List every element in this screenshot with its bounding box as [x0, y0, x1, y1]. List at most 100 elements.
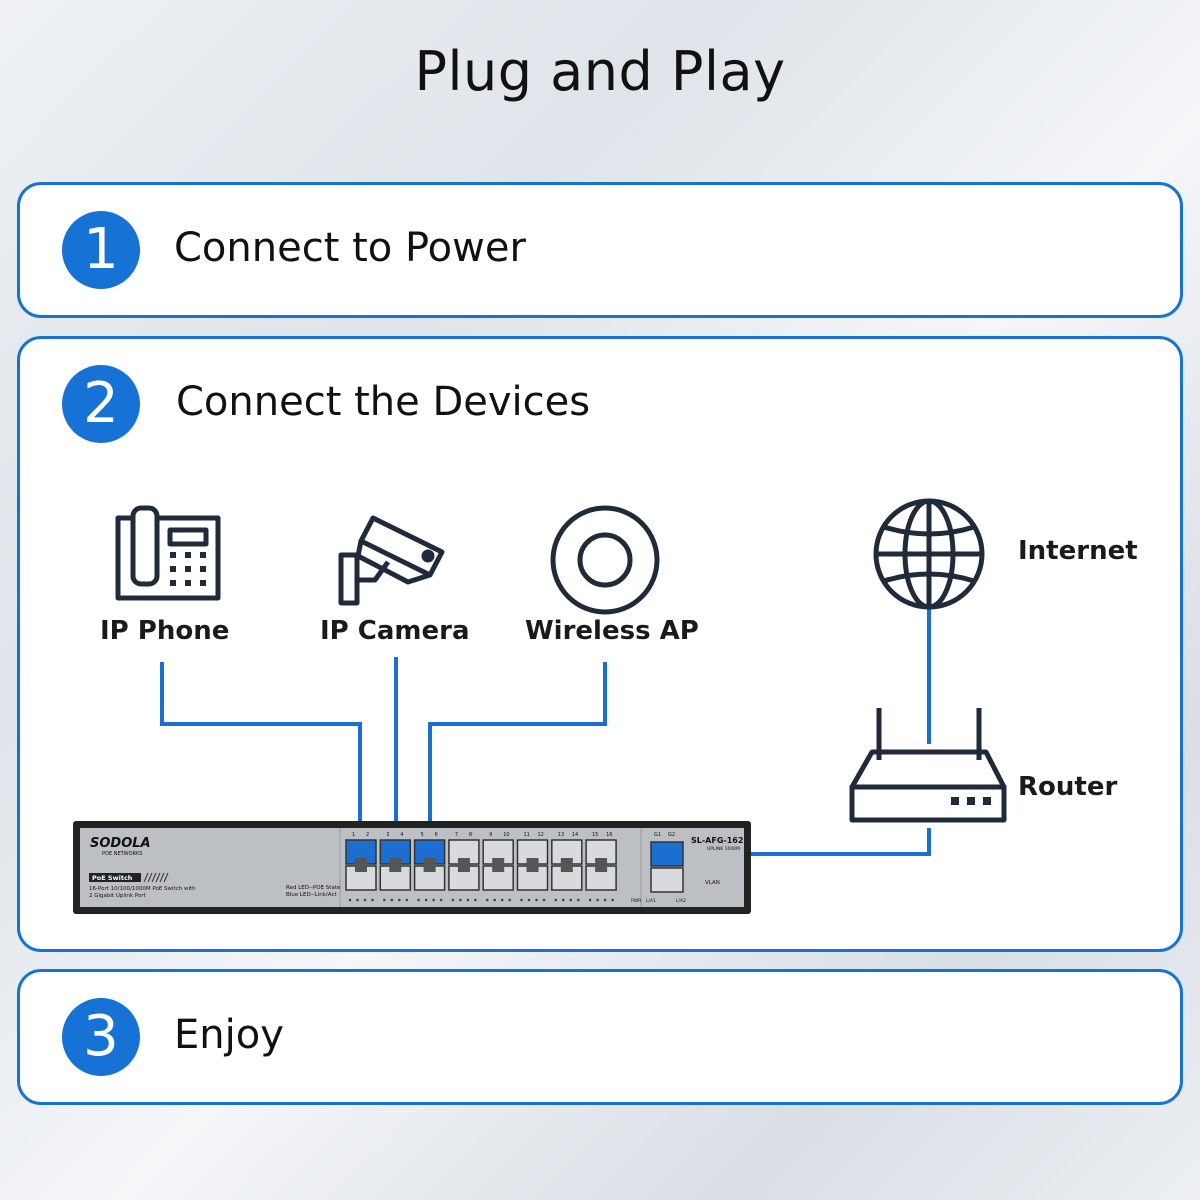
port-number-label: 1 [352, 832, 355, 838]
port-latch [492, 858, 505, 864]
step-number-badge: 1 [62, 211, 140, 289]
switch-port [448, 865, 480, 891]
port-latch [526, 866, 539, 872]
port-latch [560, 858, 573, 864]
port-led [493, 898, 497, 902]
step-number-badge: 3 [62, 998, 140, 1076]
step-label: Enjoy [174, 1012, 284, 1058]
port-led [432, 898, 435, 902]
port-led [527, 898, 531, 902]
port-latch [560, 866, 573, 872]
port-led [390, 898, 394, 902]
port-latch [492, 866, 505, 872]
port-latch [355, 858, 367, 864]
switch-la2: L/A2 [676, 898, 686, 904]
port-led [542, 898, 546, 902]
switch-desc-line1: 16-Port 10/100/1000M PoE Switch with [89, 886, 196, 892]
port-number-label: 5 [421, 832, 424, 838]
switch-model-sub: UPLINK 1000M [707, 846, 740, 852]
step-number-badge: 2 [62, 365, 140, 443]
uplink-number-label: G1 [654, 832, 661, 838]
wireless-ap-icon [550, 505, 660, 615]
switch-brand-sub: POE NETWORKS [102, 851, 142, 857]
port-number-label: 15 [592, 832, 598, 838]
port-led [588, 898, 592, 902]
port-latch [457, 866, 470, 872]
port-number-label: 13 [558, 832, 564, 838]
switch-led-line2: Blue LED--Link/Act [286, 892, 337, 898]
switch-la1: L/A1 [646, 898, 656, 904]
port-led [500, 898, 504, 902]
switch-badge: PoE Switch [92, 874, 133, 882]
switch-brand: SODOLA [90, 836, 151, 851]
ip-phone-label: IP Phone [100, 616, 230, 646]
ip-camera-icon [338, 515, 445, 606]
page-title: Plug and Play [414, 40, 786, 103]
switch-port [482, 865, 514, 891]
switch-pwr: PWR [631, 898, 641, 904]
step-card-enjoy: 3 Enjoy [17, 969, 1183, 1105]
port-led [474, 898, 477, 902]
port-led [439, 898, 443, 902]
uplink-number-label: G2 [668, 832, 675, 838]
cable-ap [428, 662, 607, 850]
port-number-label: 11 [524, 832, 530, 838]
ip-camera-label: IP Camera [320, 616, 470, 646]
port-led [398, 898, 401, 902]
switch-led-line1: Red LED--POE State [286, 885, 341, 891]
port-latch [389, 858, 402, 864]
switch-desc-line2: 2 Gigabit Uplink Port [89, 893, 147, 899]
port-led [383, 898, 386, 902]
port-number-label: 3 [386, 832, 389, 838]
port-led [459, 898, 462, 902]
port-latch [423, 858, 436, 864]
port-led [603, 898, 607, 902]
switch-model: SL-AFG-162 [691, 836, 743, 845]
uplink-port-g2 [650, 867, 684, 893]
port-grid [345, 839, 617, 902]
step-label: Connect the Devices [176, 379, 591, 425]
port-led [405, 898, 409, 902]
uplink-port-g1 [650, 841, 684, 867]
cable-uplink [684, 828, 931, 856]
internet-label: Internet [1018, 536, 1138, 566]
port-number-label: 12 [538, 832, 544, 838]
switch-vlan: VLAN [705, 880, 720, 886]
ip-phone-icon [115, 505, 221, 601]
port-number-label: 16 [606, 832, 612, 838]
step-card-power: 1 Connect to Power [17, 182, 1183, 318]
port-led [562, 898, 565, 902]
port-led [451, 898, 455, 902]
port-led [348, 898, 352, 902]
port-led [569, 898, 573, 902]
port-led [417, 898, 420, 902]
port-led [554, 898, 558, 902]
port-number-label: 6 [435, 832, 438, 838]
port-latch [423, 866, 436, 872]
port-led [596, 898, 599, 902]
port-led [363, 898, 367, 902]
router-icon [849, 708, 1007, 823]
port-latch [526, 858, 539, 864]
cables [160, 608, 931, 856]
port-number-label: 14 [572, 832, 578, 838]
port-number-label: 2 [366, 832, 369, 838]
port-led [577, 898, 580, 902]
switch-panel [80, 828, 744, 907]
port-led [466, 898, 470, 902]
port-latch [595, 858, 608, 864]
router-label: Router [1018, 772, 1118, 802]
port-number-label: 7 [455, 832, 458, 838]
port-latch [355, 866, 367, 872]
step-label: Connect to Power [174, 225, 526, 271]
port-latch [595, 866, 608, 872]
port-number-label: 9 [489, 832, 492, 838]
port-led [611, 898, 614, 902]
port-led [356, 898, 359, 902]
poe-switch: SODOLA POE NETWORKS PoE Switch 16-Port 1… [73, 821, 751, 914]
port-led [424, 898, 428, 902]
port-number-label: 10 [503, 832, 509, 838]
port-led [520, 898, 523, 902]
port-led [371, 898, 374, 902]
